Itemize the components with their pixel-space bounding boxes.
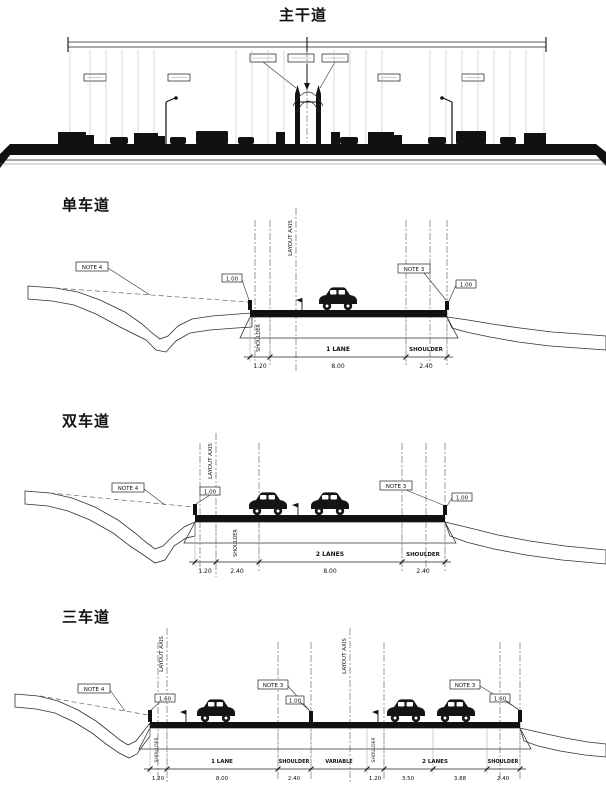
single-lane-cross-section: LAYOUT AXIS NOTE 4 1.00 (27, 208, 606, 372)
original-ground-line (49, 492, 194, 508)
roadside-sign-2 (372, 710, 379, 722)
shoulder4-label: SHOULDER (488, 759, 519, 765)
dim-edge: 1.20 (198, 568, 212, 575)
center-arrow (304, 64, 310, 90)
note-3-right-label: NOTE 3 (455, 683, 476, 689)
height-left-label: 1.60 (159, 697, 172, 703)
vehicles (249, 492, 349, 516)
height-right-label: 1.00 (456, 496, 469, 502)
embankment (183, 521, 457, 544)
shoulder-left-label: SHOULDER (233, 529, 239, 557)
median-barrier (309, 711, 313, 722)
shoulder1-label: SHOULDER (154, 737, 160, 762)
terrain-left (27, 285, 253, 353)
note-4-label: NOTE 4 (118, 486, 139, 492)
shoulder-right-label: SHOULDER (409, 347, 444, 353)
double-lane-cross-section: LAYOUT AXIS NOTE 4 (24, 433, 606, 577)
street-light-left (165, 96, 178, 144)
height-left-label: 1.00 (226, 277, 239, 283)
variable-label: VARIABLE (325, 759, 353, 765)
dimensions: SHOULDER 1 LANE SHOULDER VARIABLE SHOULD… (144, 728, 526, 782)
vehicles (296, 287, 357, 311)
section-title-single-lane: 单车道 (62, 196, 111, 214)
gateway-structure (276, 85, 340, 144)
embankment (239, 316, 459, 339)
road-deck (248, 300, 449, 317)
terrain-right (446, 316, 606, 351)
terrain-right (444, 521, 606, 565)
vehicles (180, 699, 475, 723)
layout-axis-label-right: LAYOUT AXIS (342, 638, 348, 674)
terrain-right (519, 727, 606, 758)
dim-d6: 3.88 (454, 776, 467, 782)
dim-shoulder-right: 2.40 (416, 568, 430, 575)
terrain-left (24, 490, 196, 564)
original-ground-line (54, 287, 249, 303)
left-barrier (148, 710, 152, 722)
roadside-sign (180, 710, 187, 722)
dim-d1: 1.20 (152, 776, 165, 782)
overall-dimension-line (67, 37, 547, 52)
section-title-main-road: 主干道 (278, 6, 327, 24)
embankment (138, 727, 532, 750)
dim-d3: 2.40 (288, 776, 301, 782)
note-3-label: NOTE 3 (386, 484, 407, 490)
dim-lanes: 8.00 (323, 568, 337, 575)
dim-d7: 2.40 (497, 776, 510, 782)
height-mid-label: 1.00 (289, 699, 302, 705)
street-light-right (440, 96, 453, 144)
road-deck (148, 710, 522, 728)
shoulder-right-label: SHOULDER (406, 552, 441, 558)
lane-label: 1 LANE (211, 759, 233, 765)
left-barrier (193, 504, 197, 515)
dim-shoulder-right: 2.40 (419, 363, 433, 370)
annotations: NOTE 4 1.60 NOTE 3 1.00 NOTE 3 1.60 (77, 679, 520, 712)
main-road-elevation (0, 37, 606, 168)
shoulder-left-label: SHOULDER (256, 324, 262, 352)
height-right-label: 1.00 (460, 283, 473, 289)
dimensions: SHOULDER 2 LANES SHOULDER 1.20 2.40 8.00… (189, 523, 451, 575)
dim-shoulder-left: 1.20 (253, 363, 267, 370)
roadside-sign (296, 298, 303, 310)
right-barrier (518, 710, 522, 722)
shoulder2-label: SHOULDER (279, 759, 310, 765)
right-barrier (443, 505, 447, 515)
lanes-label: 2 LANES (316, 551, 344, 558)
annotations: NOTE 4 1.00 NOTE 3 1.00 (75, 261, 477, 302)
height-right-label: 1.60 (494, 697, 507, 703)
section-title-triple-lane: 三车道 (62, 608, 111, 626)
roadside-sign (292, 503, 299, 515)
height-left-label: 1.00 (204, 490, 217, 496)
section-title-double-lane: 双车道 (62, 412, 111, 430)
annotations: NOTE 4 1.00 NOTE 3 1.00 (111, 480, 473, 507)
dim-shoulder-left: 2.40 (230, 568, 244, 575)
roadway-band (0, 144, 606, 168)
note-4-label: NOTE 4 (84, 687, 105, 693)
dim-d2: 8.00 (216, 776, 229, 782)
dim-lane: 8.00 (331, 363, 345, 370)
road-deck (193, 504, 447, 522)
lane-label: 1 LANE (326, 346, 350, 353)
layout-axis-label-left: LAYOUT AXIS (159, 636, 165, 672)
traffic-silhouettes (58, 131, 546, 144)
layout-axis-label: LAYOUT AXIS (208, 443, 214, 479)
lanes-label: 2 LANES (422, 759, 448, 765)
right-barrier (445, 301, 449, 310)
note-3-label: NOTE 3 (404, 267, 425, 273)
original-ground-line (39, 695, 149, 716)
dimensions: SHOULDER 1 LANE SHOULDER 1.20 8.00 2.40 (244, 318, 453, 370)
dim-d4: 1.20 (369, 776, 382, 782)
layout-axis-label: LAYOUT AXIS (288, 220, 294, 256)
left-barrier (248, 300, 252, 310)
dim-d5: 3.50 (402, 776, 415, 782)
note-3-mid-label: NOTE 3 (263, 683, 284, 689)
shoulder3-label: SHOULDER (371, 737, 377, 762)
note-4-label: NOTE 4 (82, 265, 103, 271)
triple-lane-cross-section: LAYOUT AXIS LAYOUT AXIS (14, 628, 606, 782)
